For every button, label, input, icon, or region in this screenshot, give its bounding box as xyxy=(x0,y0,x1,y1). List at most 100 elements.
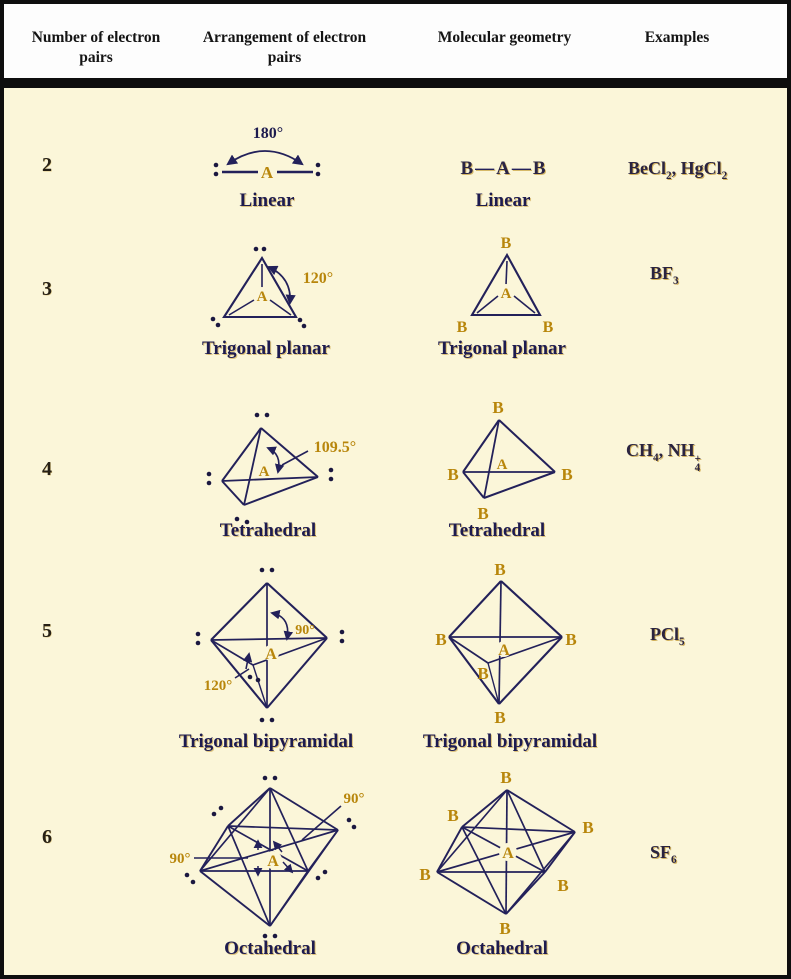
bond-angle-label: 90° xyxy=(170,851,191,867)
example-formulas: CH4, NH+4 xyxy=(626,440,701,475)
svg-text:B: B xyxy=(501,235,512,252)
svg-text:B: B xyxy=(582,818,593,837)
central-atom-label: A xyxy=(267,853,279,870)
electron-pairs-count: 3 xyxy=(42,278,52,300)
svg-text:B: B xyxy=(447,806,458,825)
geometry-edges xyxy=(470,252,542,317)
terminal-atom-label: B xyxy=(532,158,546,179)
bond-angle-label: 109.5° xyxy=(314,439,356,456)
svg-text:B: B xyxy=(565,630,576,649)
atom-halo xyxy=(263,645,279,661)
terminal-atom-labels: B B B xyxy=(457,235,554,336)
svg-text:B: B xyxy=(543,319,554,336)
terminal-atom-labels: B B B B B xyxy=(435,560,576,727)
arrangement-label: Octahedral xyxy=(224,938,316,959)
geometry-edges xyxy=(210,582,328,709)
svg-text:B: B xyxy=(457,319,468,336)
geometry-diagram-trigonal-planar: A B B B xyxy=(457,235,554,336)
central-atom-label: A xyxy=(497,457,508,473)
terminal-atom-labels: B B B B B B xyxy=(419,768,593,938)
bond-angle-label: 120° xyxy=(204,678,233,694)
svg-text:B: B xyxy=(494,560,505,579)
lone-pair-dots xyxy=(213,162,321,177)
table-body xyxy=(4,88,787,975)
geometry-label: Tetrahedral xyxy=(448,520,546,541)
geometry-label: Trigonal planar xyxy=(438,338,566,359)
arrangement-diagram-octahedral: A 90° 90° xyxy=(170,775,365,939)
atom-halo xyxy=(499,843,517,861)
geometry-diagram-octahedral: A B B B B B B xyxy=(419,768,593,938)
geometry-edges xyxy=(436,789,576,915)
column-header-examples: Examples xyxy=(644,29,710,46)
lone-pair-dots xyxy=(184,775,357,939)
svg-text:B: B xyxy=(435,630,446,649)
terminal-atom-label: B xyxy=(460,158,474,179)
svg-text:B: B xyxy=(419,865,430,884)
arrangement-diagram-tetrahedral: A 109.5° xyxy=(206,412,356,525)
bond-angle-label: 180° xyxy=(253,125,283,142)
svg-text:B: B xyxy=(492,398,503,417)
terminal-atom-labels: B B B B xyxy=(447,398,572,523)
central-atom-label: A xyxy=(259,464,270,480)
central-atom-label: A xyxy=(261,163,274,182)
central-atom-label: A xyxy=(502,845,514,862)
arrangement-label: Trigonal bipyramidal xyxy=(178,731,354,752)
bond-dash: — xyxy=(475,158,495,179)
example-formulas: PCl5 xyxy=(650,624,685,649)
central-atom-label: A xyxy=(265,646,277,663)
svg-text:B: B xyxy=(500,768,511,787)
bond-angle-label: 90° xyxy=(344,791,365,807)
angle-arrow xyxy=(267,265,296,306)
example-formulas: BF3 xyxy=(650,263,679,288)
arrangement-diagram-linear: 180° A xyxy=(213,125,321,182)
lone-pair-dots xyxy=(210,246,307,329)
svg-text:B: B xyxy=(494,708,505,727)
svg-text:B: B xyxy=(561,465,572,484)
geometry-label: Octahedral xyxy=(456,938,548,959)
example-formulas: SF6 xyxy=(650,842,677,867)
geometry-diagram-trigonal-bipyramidal: A B B B B B xyxy=(435,560,576,727)
angle-arrow xyxy=(194,805,342,877)
geometry-diagram-linear: B—A—B xyxy=(428,158,578,180)
column-header-arrangement: Arrangement of electron pairs xyxy=(202,29,367,67)
atom-halo xyxy=(254,287,270,303)
arrangement-diagram-trigonal-bipyramidal: A 90° 120° xyxy=(195,567,345,723)
arrangement-diagram-trigonal-planar: A 120° xyxy=(210,246,333,329)
angle-arrow xyxy=(266,446,309,474)
electron-pairs-count: 4 xyxy=(42,458,52,480)
table-header: Number of electron pairs Arrangement of … xyxy=(4,4,787,83)
angle-arrow xyxy=(226,150,304,166)
arrangement-label: Tetrahedral xyxy=(219,520,317,541)
geometry-edges xyxy=(462,419,556,499)
column-header-molecular-geometry: Molecular geometry xyxy=(437,29,572,46)
atom-halo xyxy=(494,455,510,471)
atom-halo xyxy=(264,851,282,869)
central-atom-label: A xyxy=(496,158,510,179)
bond-angle-label: 120° xyxy=(303,270,333,287)
arrangement-label: Trigonal planar xyxy=(202,338,330,359)
svg-text:B: B xyxy=(477,504,488,523)
atom-halo xyxy=(496,641,512,657)
svg-text:B: B xyxy=(499,919,510,938)
electron-pairs-count: 5 xyxy=(42,620,52,642)
central-atom-label: A xyxy=(498,642,510,659)
bond-dash: — xyxy=(511,158,531,179)
angle-arrow xyxy=(234,609,294,679)
central-atom-label: A xyxy=(257,289,268,305)
electron-pairs-count: 6 xyxy=(42,826,52,848)
geometry-label: Linear xyxy=(475,190,531,211)
geometry-diagram-tetrahedral: A B B B B xyxy=(447,398,572,523)
bond-lines xyxy=(476,260,536,314)
svg-text:B: B xyxy=(447,465,458,484)
arrangement-label: Linear xyxy=(239,190,295,211)
lone-pair-dots xyxy=(206,412,334,525)
lone-pair-dots xyxy=(195,567,345,723)
electron-pairs-count: 2 xyxy=(42,154,52,176)
geometry-edges xyxy=(199,787,339,927)
geometry-label: Trigonal bipyramidal xyxy=(422,731,598,752)
atom-halo xyxy=(498,284,514,300)
bond-angle-label: 90° xyxy=(295,623,315,638)
example-formulas: BeCl2, HgCl2 xyxy=(628,158,728,183)
svg-text:B: B xyxy=(557,876,568,895)
geometry-edges xyxy=(221,427,319,506)
